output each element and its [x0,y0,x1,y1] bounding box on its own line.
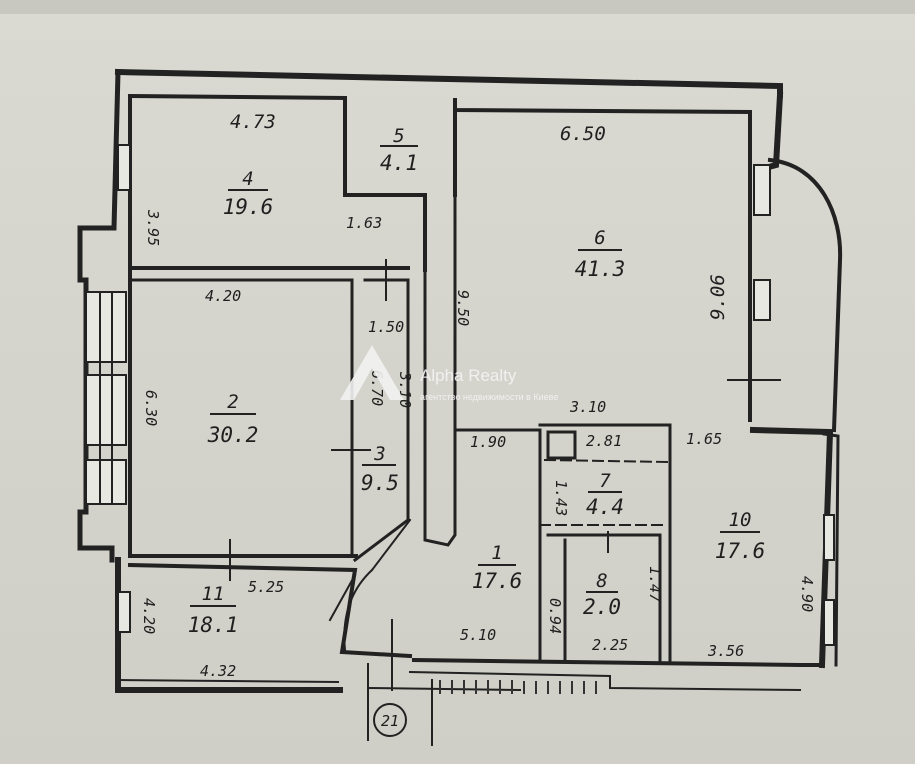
room-11-area: 18.1 [188,613,239,637]
room-11-number: 11 [202,583,225,605]
dim-label: 1.63 [346,214,382,232]
dim-label: 4.90 [798,576,816,612]
dim-label: 9.50 [454,290,472,326]
dim-label: 5.25 [248,578,284,596]
dimension-labels: 4.73 3.95 1.63 6.50 9.06 4.20 1.50 9.50 … [140,111,816,680]
dim-label: 4.20 [205,287,241,305]
room-6-area: 41.3 [575,257,626,281]
room-7-area: 4.4 [586,495,624,519]
room-2-number: 2 [227,391,238,413]
room-10-number: 10 [729,509,752,531]
room-8-number: 8 [596,570,607,592]
dim-label: 5.10 [460,626,496,644]
room-4-area: 19.6 [223,195,274,219]
room-6-number: 6 [594,227,605,249]
room-2-area: 30.2 [207,423,259,447]
dim-label: 3.10 [396,371,414,408]
dim-label: 4.73 [230,111,276,133]
alpha-logo-icon [340,345,404,400]
room-3-area: 9.5 [361,471,399,495]
room-4-number: 4 [242,168,253,190]
windows [85,144,835,646]
room-8-area: 2.0 [583,595,621,619]
dim-label: 3.95 [144,209,162,246]
dim-label: 3.56 [707,642,744,660]
dim-label: 4.32 [200,662,236,680]
dim-label: 1.47 [646,566,664,602]
watermark-tagline: агентство недвижимости в Киеве [420,392,558,402]
balcony-railing [439,680,597,694]
room-10-area: 17.6 [715,539,766,563]
dim-label: 9.06 [707,274,729,320]
room-5-area: 4.1 [380,151,418,175]
room-5-number: 5 [393,125,404,147]
marker-21: 21 [373,703,407,737]
room-1-number: 1 [491,542,502,564]
dim-label: 2.25 [592,636,628,654]
dim-label: 2.81 [586,432,622,450]
dim-label: 4.20 [140,598,158,634]
walls [77,68,843,746]
dim-label: 6.30 [142,390,160,426]
room-7-number: 7 [599,470,611,492]
watermark: Alpha Realty агентство недвижимости в Ки… [340,345,558,402]
dim-label: 1.65 [686,430,722,448]
room-labels: 4 19.6 5 4.1 6 41.3 2 30.2 3 9.5 1 17.6 … [188,125,766,637]
watermark-brand: Alpha Realty [420,366,517,385]
marker-label: 21 [381,712,399,730]
room-3-number: 3 [373,443,385,465]
dim-label: 3.10 [569,398,606,416]
dim-label: 1.90 [470,433,506,451]
dim-label: 1.43 [552,480,570,516]
dim-label: 1.50 [368,318,404,336]
dim-label: 0.94 [546,598,564,634]
room-1-area: 17.6 [472,569,523,593]
dim-label: 6.50 [560,123,606,145]
